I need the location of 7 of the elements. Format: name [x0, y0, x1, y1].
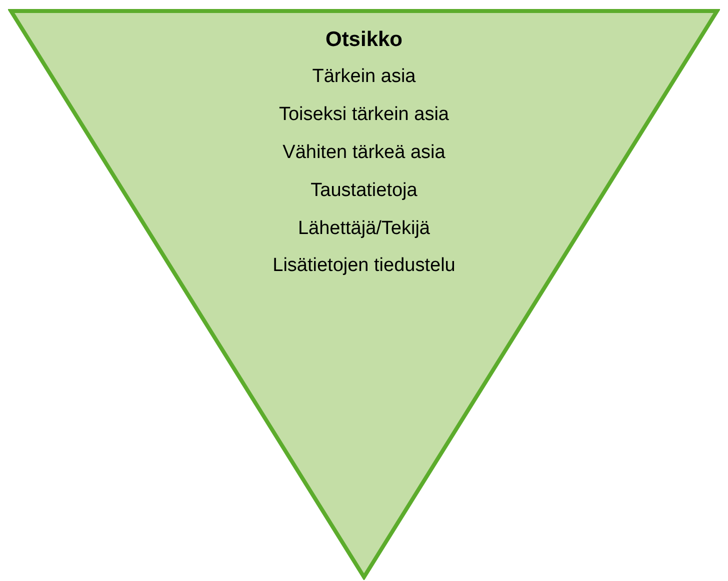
pyramid-level-text: Tärkein asia: [312, 66, 416, 88]
pyramid-level-text: Lisätietojen tiedustelu: [272, 255, 456, 277]
pyramid-level-text: Toiseksi tärkein asia: [278, 104, 450, 126]
heading: Otsikko: [325, 28, 403, 52]
pyramid-level-text: Vähiten tärkeä asia: [282, 142, 446, 164]
pyramid-level-text: Lähettäjä/Tekijä: [298, 218, 430, 240]
pyramid-level-text: Taustatietoja: [310, 180, 418, 202]
